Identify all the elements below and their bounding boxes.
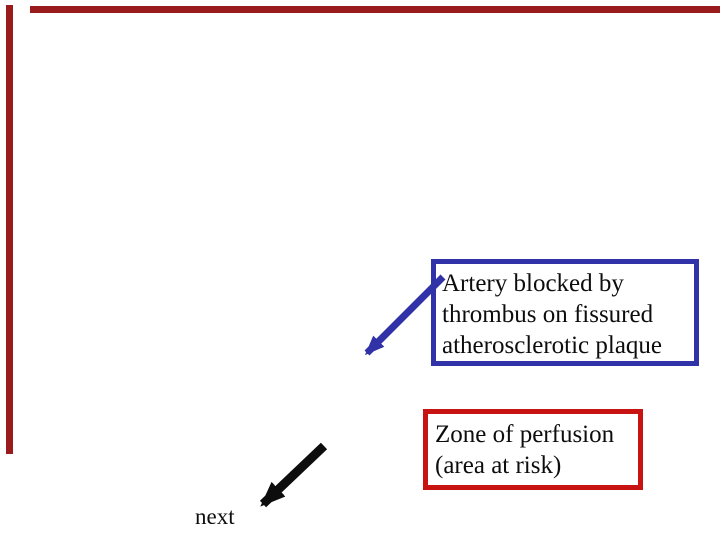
- callout-artery-line-2: thrombus on fissured: [442, 301, 654, 328]
- next-link[interactable]: next: [195, 504, 235, 529]
- callout-zone-of-perfusion: Zone of perfusion (area at risk): [423, 409, 643, 490]
- callout-artery-blocked: Artery blocked by thrombus on fissured a…: [431, 259, 699, 366]
- callout-artery-line-3: atherosclerotic plaque: [442, 332, 663, 359]
- callout-artery-line-1: Artery blocked by: [442, 270, 624, 297]
- callout-zone-line-2: (area at risk): [435, 452, 562, 479]
- callout-zone-line-1: Zone of perfusion: [435, 421, 615, 448]
- slide-frame-top-line: [30, 6, 720, 13]
- black-next-arrow: [259, 442, 328, 508]
- slide-frame-left-line: [6, 5, 13, 454]
